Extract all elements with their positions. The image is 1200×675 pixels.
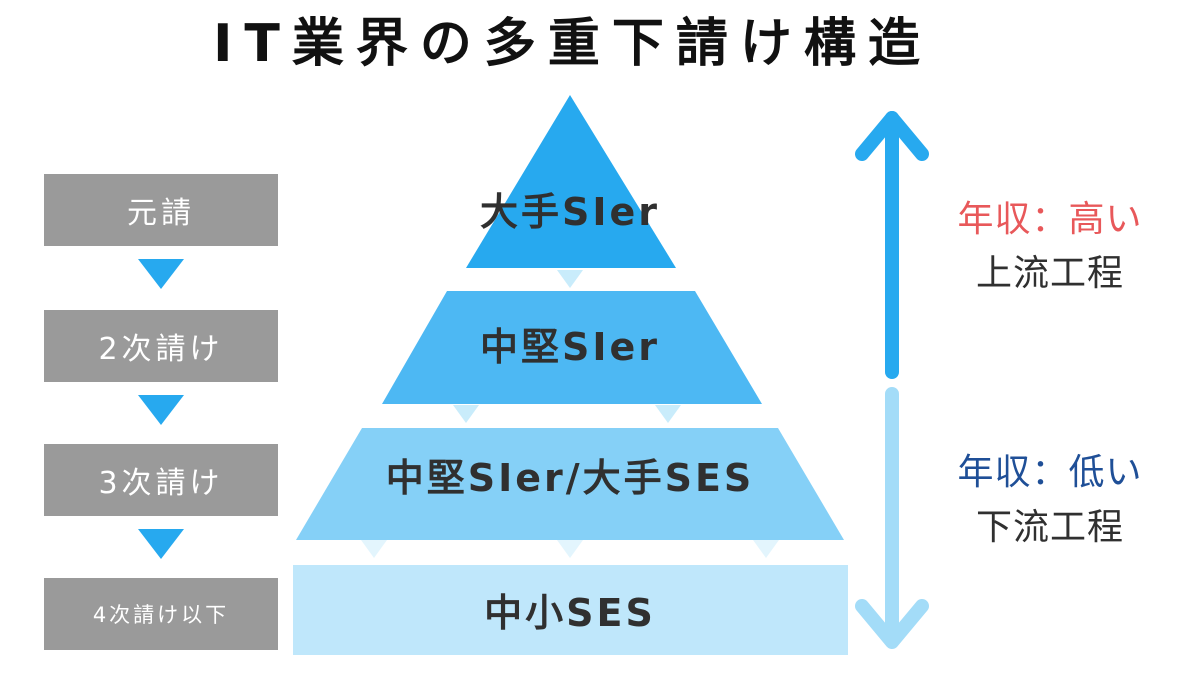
layer-label-mid-sier-large-ses: 中堅SIer/大手SES <box>385 456 755 500</box>
tier-label-2: 2次請け <box>44 310 278 382</box>
up-arrow-icon <box>855 111 929 161</box>
connector-triangle <box>557 270 583 288</box>
tier-label-4: 4次請け以下 <box>44 578 278 650</box>
pyramid-layer-3 <box>296 428 844 540</box>
pyramid-layer-2 <box>382 291 762 404</box>
pyramid-layer-top <box>466 95 676 268</box>
down-triangle-icon <box>138 259 184 289</box>
connector-triangle <box>453 405 479 423</box>
down-triangle-icon <box>138 395 184 425</box>
page-title: IT業界の多重下請け構造 <box>213 14 932 74</box>
connector-triangle <box>557 540 583 558</box>
tier-label-3: 3次請け <box>44 444 278 516</box>
pyramid-layer-bottom <box>293 565 848 655</box>
tier-label-1: 元請 <box>44 174 278 246</box>
layer-label-mid-sier: 中堅SIer <box>479 325 661 369</box>
connector-triangle <box>753 540 779 558</box>
down-arrow-icon <box>855 599 929 649</box>
connector-triangle <box>655 405 681 423</box>
lower-process-label: 下流工程 <box>975 507 1124 548</box>
connector-triangle <box>361 540 387 558</box>
down-triangle-icon <box>138 529 184 559</box>
upper-income-label: 年収：高い <box>957 199 1143 240</box>
layer-label-small-ses: 中小SES <box>484 591 656 635</box>
upper-process-label: 上流工程 <box>975 253 1124 294</box>
layer-label-large-sier: 大手SIer <box>479 190 661 234</box>
lower-income-label: 年収：低い <box>957 452 1143 493</box>
